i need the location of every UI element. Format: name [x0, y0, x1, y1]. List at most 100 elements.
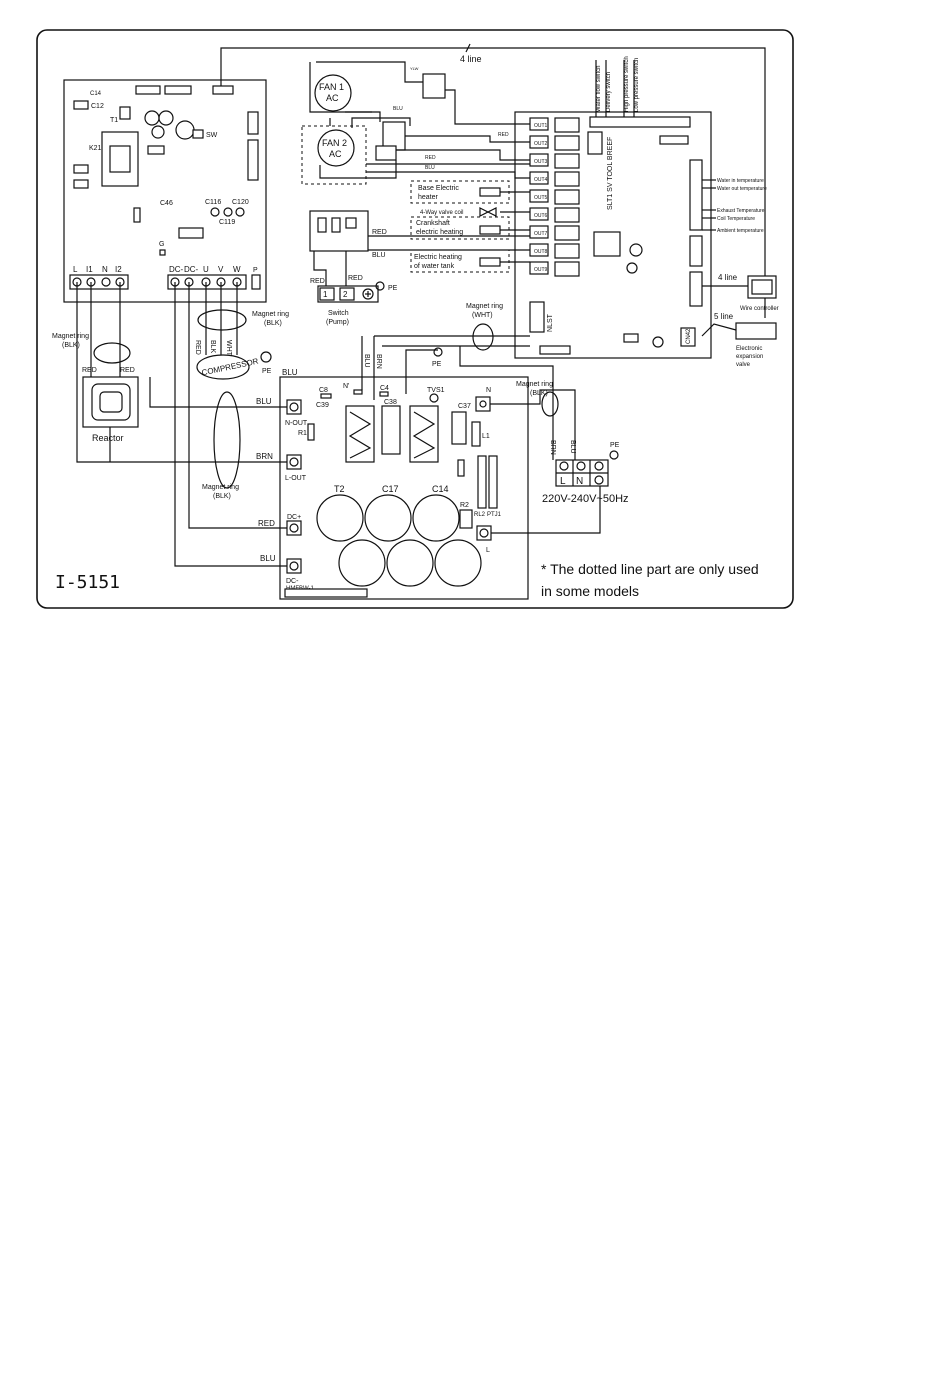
svg-text:Electronic: Electronic	[736, 346, 762, 352]
svg-text:DC-: DC-	[169, 265, 184, 274]
svg-text:valve: valve	[736, 362, 751, 368]
svg-text:OUT8: OUT8	[534, 249, 548, 255]
note-dotted-line: * The dotted line part are only used	[541, 561, 759, 577]
svg-text:C38: C38	[384, 399, 397, 406]
svg-text:Water out temperature: Water out temperature	[717, 186, 767, 192]
svg-text:OUT6: OUT6	[534, 213, 548, 219]
main-pcb-relays	[554, 117, 580, 277]
label-c116: C116	[205, 199, 221, 206]
svg-text:L: L	[486, 547, 490, 554]
svg-text:2: 2	[343, 290, 348, 299]
control-pcb: C14 C12 T1 K21 SW C46 C116 C120 C119 G L…	[63, 79, 267, 303]
svg-text:Delivery switch: Delivery switch	[606, 72, 612, 112]
label-c119: C119	[219, 219, 235, 226]
svg-text:YLW: YLW	[410, 66, 419, 71]
svg-text:N: N	[576, 476, 583, 487]
svg-text:of water tank: of water tank	[414, 263, 455, 270]
svg-text:BLU: BLU	[260, 554, 276, 563]
svg-text:I1: I1	[86, 265, 93, 274]
four-line-top-label: 4 line	[460, 54, 482, 64]
svg-text:DC-: DC-	[286, 578, 299, 585]
main-pcb-output-terminals	[529, 117, 549, 275]
fan-2: FAN 2 AC	[317, 129, 355, 167]
svg-text:(BLK): (BLK)	[530, 390, 548, 397]
fan-2-dotted-area	[301, 125, 367, 185]
svg-text:Coil Temperature: Coil Temperature	[717, 216, 755, 222]
protection-switches: Water flow switch Delivery switch High p…	[595, 56, 640, 117]
svg-text:RED: RED	[348, 275, 363, 282]
svg-text:V: V	[218, 265, 224, 274]
svg-text:OUT4: OUT4	[534, 177, 548, 183]
svg-text:(Pump): (Pump)	[326, 319, 349, 326]
fan-1: FAN 1 AC	[314, 74, 352, 112]
svg-text:Magnet ring: Magnet ring	[516, 381, 553, 388]
label-g: G	[159, 241, 164, 248]
svg-text:Low pressure switch: Low pressure switch	[634, 58, 640, 112]
main-pcb-nlst: NLST	[547, 313, 554, 332]
svg-text:N': N'	[343, 383, 349, 390]
svg-text:Crankshaft: Crankshaft	[416, 220, 450, 227]
svg-text:C39: C39	[316, 402, 329, 409]
driver-pcb: C8 C39 R1 N' C4 C38 TVS1 N C37 L1 T2 C17…	[279, 376, 529, 600]
auxiliary-loads: Base Electric heater 4-Way valve coil Cr…	[410, 180, 530, 273]
svg-text:OUT2: OUT2	[534, 141, 548, 147]
svg-text:Exhaust Temperature: Exhaust Temperature	[717, 208, 765, 214]
svg-text:R2: R2	[460, 502, 469, 509]
svg-text:PE: PE	[262, 368, 272, 375]
svg-text:L: L	[73, 265, 78, 274]
svg-text:4-Way valve coil: 4-Way valve coil	[420, 210, 463, 216]
svg-text:4 line: 4 line	[718, 273, 738, 282]
label-c120: C120	[232, 199, 249, 206]
temperature-sensors: Water in temperature Water out temperatu…	[702, 178, 767, 234]
svg-text:Magnet ring: Magnet ring	[252, 311, 289, 318]
svg-text:RED: RED	[120, 367, 135, 374]
svg-text:N: N	[486, 387, 491, 394]
svg-text:OUT7: OUT7	[534, 231, 548, 237]
svg-text:RL2: RL2	[474, 512, 486, 518]
label-c12: C12	[91, 103, 104, 110]
svg-text:L-OUT: L-OUT	[285, 475, 307, 482]
svg-text:RED: RED	[425, 155, 436, 161]
svg-text:expansion: expansion	[736, 354, 763, 360]
svg-text:PE: PE	[610, 442, 620, 449]
svg-text:Water flow switch: Water flow switch	[596, 66, 602, 112]
svg-text:C14: C14	[432, 484, 449, 494]
svg-text:(BLK): (BLK)	[62, 342, 80, 349]
svg-text:BLU: BLU	[393, 106, 403, 112]
svg-text:I2: I2	[115, 265, 122, 274]
svg-text:CN42: CN42	[686, 328, 692, 344]
svg-text:heater: heater	[418, 194, 439, 201]
svg-text:COMPRESSOR: COMPRESSOR	[201, 357, 260, 378]
svg-text:N-OUT: N-OUT	[285, 420, 308, 427]
svg-text:C8: C8	[319, 387, 328, 394]
svg-text:BLU: BLU	[282, 368, 298, 377]
svg-text:Base Electric: Base Electric	[418, 185, 459, 192]
label-sw: SW	[206, 132, 218, 139]
svg-text:DC-: DC-	[184, 265, 199, 274]
svg-text:FAN 1: FAN 1	[319, 82, 344, 92]
svg-text:(BLK): (BLK)	[264, 320, 282, 327]
diagram-frame	[36, 29, 794, 609]
svg-text:BLU: BLU	[569, 440, 576, 454]
pump-switch: RED BLU 1 2 RED RED PE Switch (Pump)	[309, 210, 530, 326]
svg-text:OUT1: OUT1	[534, 123, 548, 129]
svg-text:Magnet ring: Magnet ring	[52, 333, 89, 340]
svg-text:C37: C37	[458, 403, 471, 410]
svg-text:PE: PE	[432, 361, 442, 368]
main-pcb-mode-label: SLT1 SV TOOL BREEF	[607, 137, 614, 210]
svg-text:(WHT): (WHT)	[472, 312, 493, 319]
svg-text:RED: RED	[372, 229, 387, 236]
svg-text:BLU: BLU	[425, 165, 435, 171]
power-terminal-block: L N PE BRN BLU	[549, 440, 620, 487]
wire-controller: 4 line Wire controller	[702, 273, 779, 312]
svg-text:BRN: BRN	[375, 354, 382, 369]
svg-text:Magnet ring: Magnet ring	[202, 484, 239, 491]
svg-text:N: N	[102, 265, 108, 274]
electronic-expansion-valve: 5 line Electronic expansion valve	[701, 312, 777, 368]
svg-text:BLK: BLK	[209, 340, 216, 354]
power-supply-label: 220V-240V~50Hz	[542, 493, 629, 505]
svg-text:PE: PE	[388, 285, 398, 292]
svg-text:BRN: BRN	[549, 440, 556, 455]
svg-text:BLU: BLU	[256, 397, 272, 406]
